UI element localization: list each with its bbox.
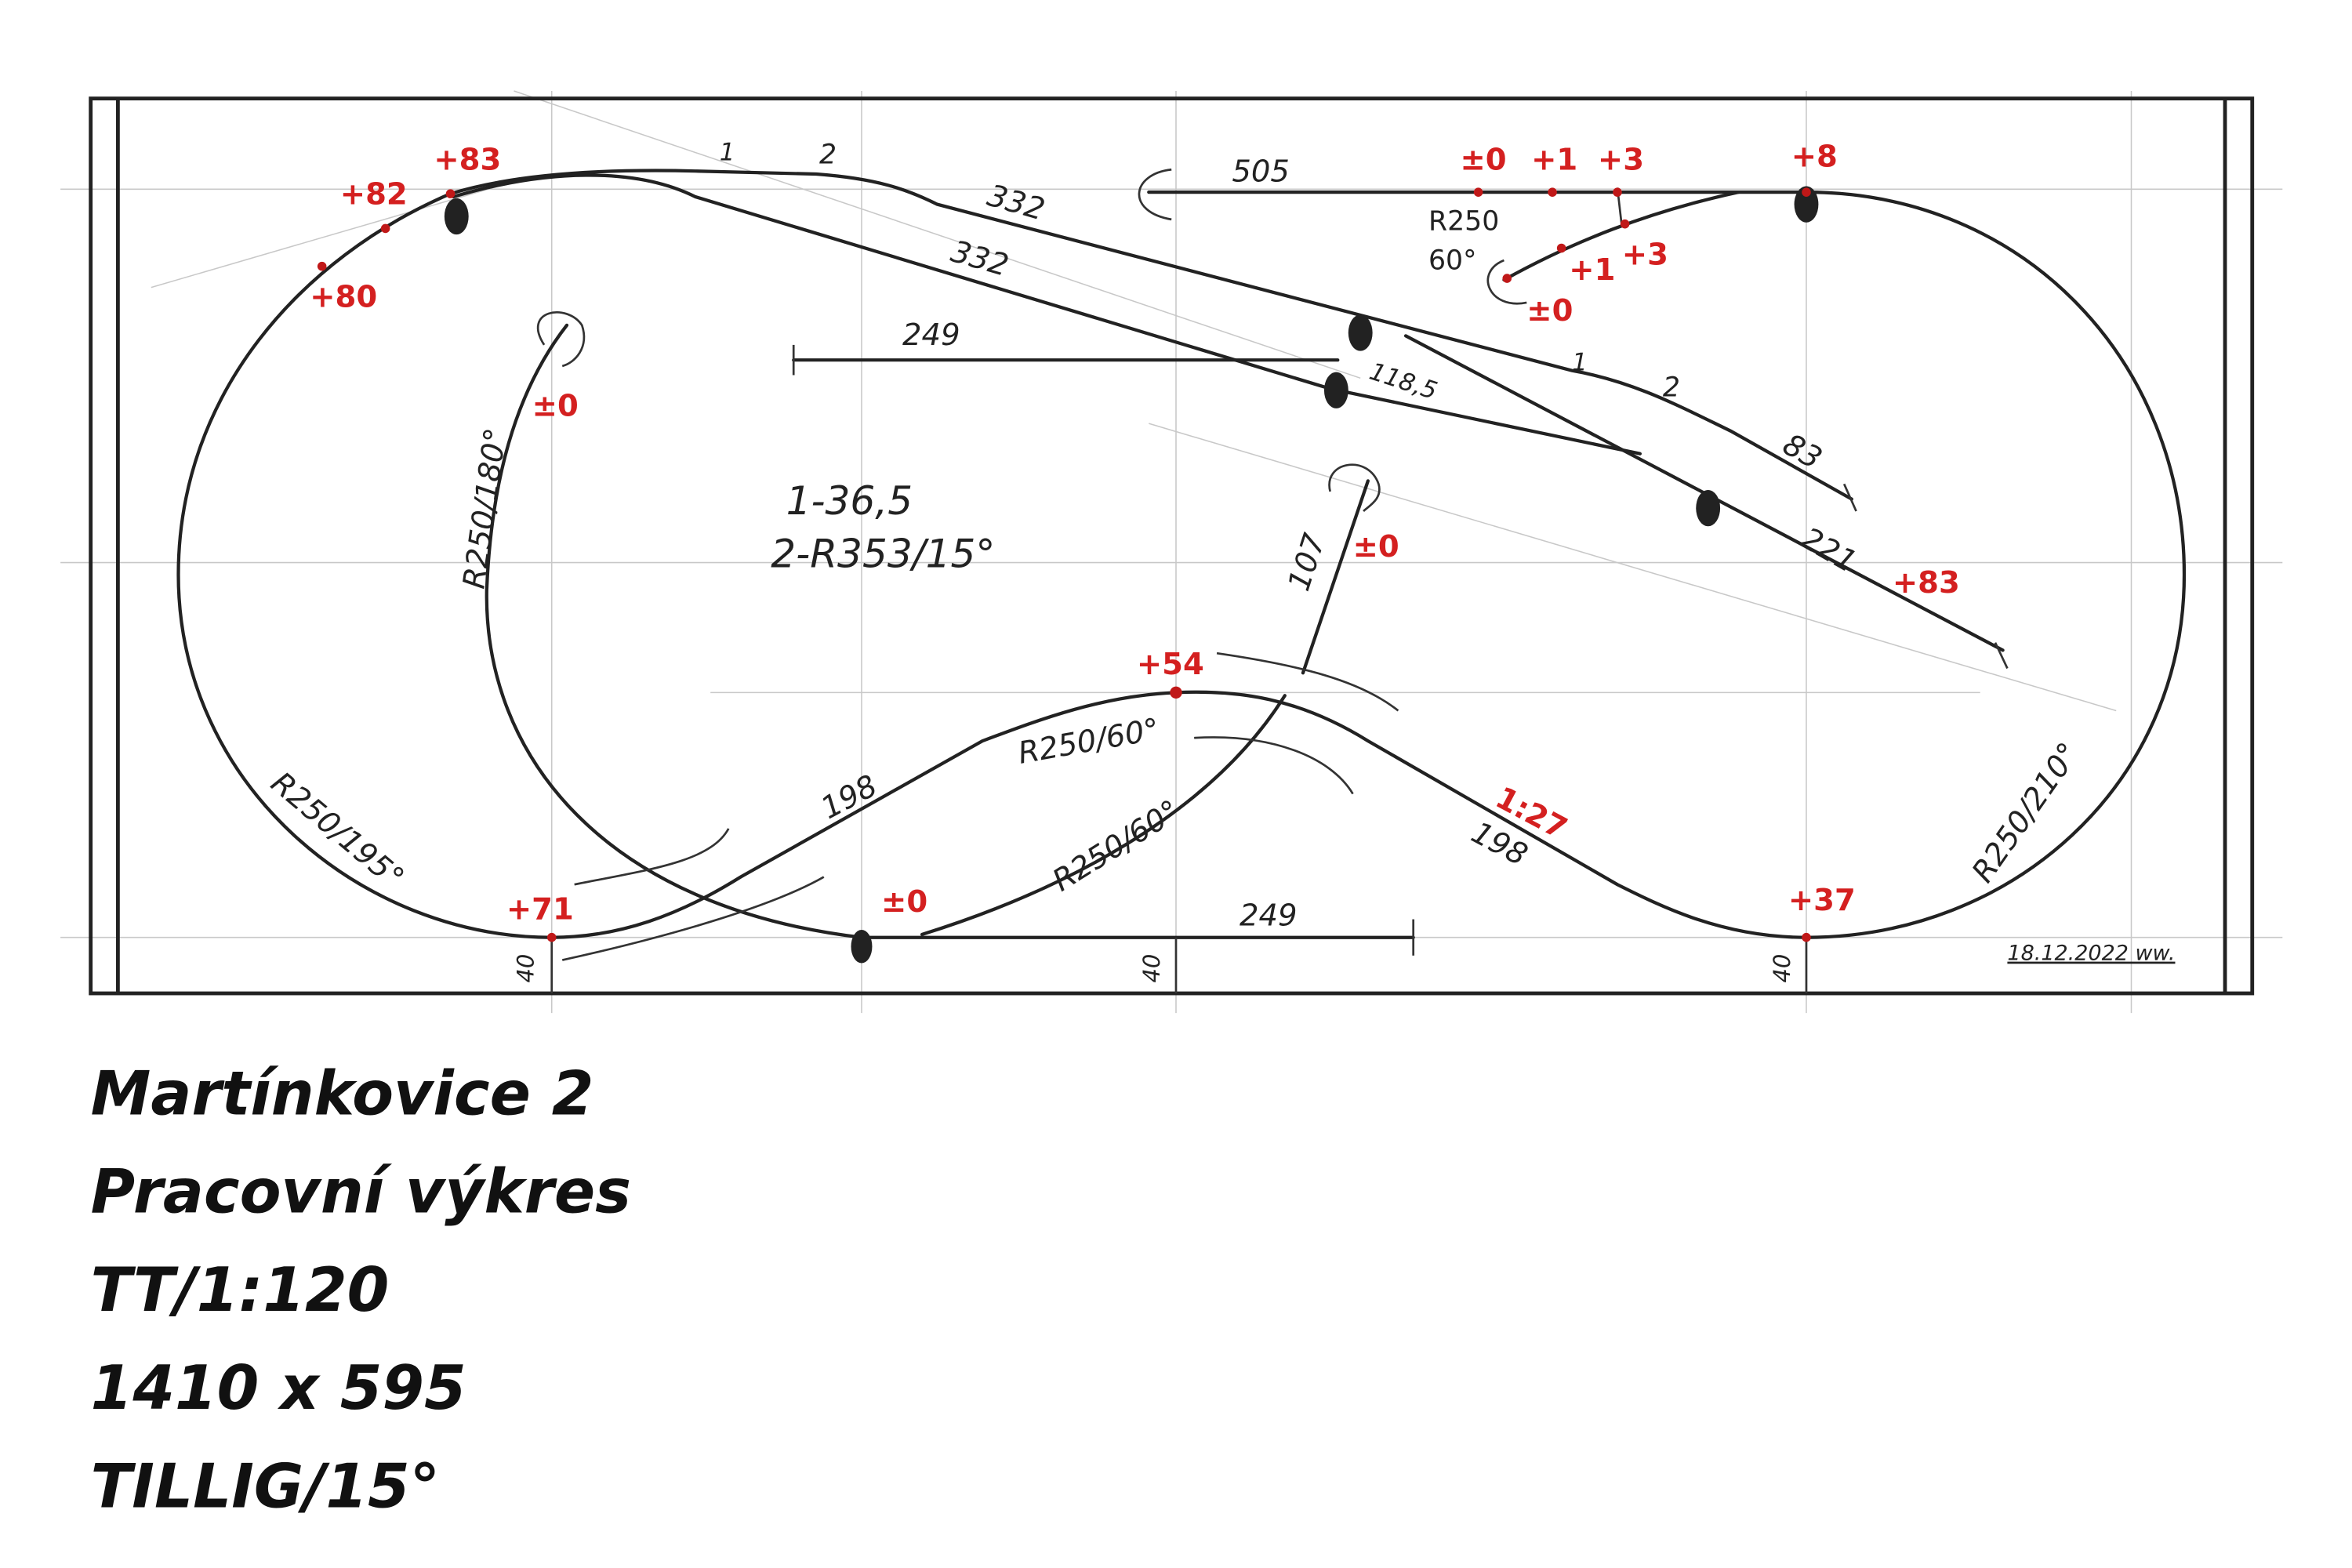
radius-r60-lower: R250/60° — [1047, 793, 1186, 898]
height-label: ±0 — [881, 884, 927, 920]
track-end-hook — [1486, 259, 1527, 305]
inner-loop-track — [485, 323, 1415, 939]
radius-r250-small: R250 — [1428, 205, 1499, 237]
height-label: +82 — [340, 177, 408, 212]
support-piers — [444, 186, 1819, 964]
height-label: ±0 — [1353, 529, 1399, 564]
radius-r195: R250/195° — [264, 765, 411, 896]
dim-107: 107 — [1281, 529, 1333, 595]
legend-line-2: 2-R353/15° — [771, 530, 995, 576]
title-block: Martínkovice 2 Pracovní výkres TT/1:120 … — [91, 1058, 631, 1522]
dim-40-c: 40 — [1769, 954, 1795, 983]
baseboard-frame — [89, 96, 2255, 996]
height-label: ±0 — [532, 389, 579, 424]
lower-diagonal-track — [452, 173, 1642, 456]
dim-1-mid: 1 — [1572, 349, 1588, 377]
height-label: +3 — [1622, 238, 1668, 273]
track-107 — [1301, 479, 1370, 675]
height-label: +3 — [1598, 142, 1644, 177]
dim-249-top: 249 — [902, 318, 960, 353]
track-end-hook — [537, 311, 586, 368]
title-line: Martínkovice 2 — [91, 1058, 594, 1129]
dim-2-top: 2 — [819, 140, 837, 171]
inner-r250-60-track — [920, 694, 1287, 936]
dim-40-b: 40 — [1138, 954, 1165, 983]
dim-83: 83 — [1777, 427, 1828, 477]
height-label: +80 — [310, 280, 377, 315]
height-label: +1 — [1531, 142, 1577, 177]
height-label: ±0 — [1460, 142, 1506, 177]
title-line: TILLIG/15° — [91, 1452, 441, 1523]
height-label: +83 — [1893, 565, 1960, 601]
title-line: TT/1:120 — [91, 1255, 390, 1326]
height-label: +8 — [1791, 139, 1838, 174]
radius-r180: R250/180° — [456, 426, 514, 590]
branch-r250-track — [1502, 191, 1740, 282]
dim-1-top: 1 — [720, 139, 735, 167]
height-markers — [317, 187, 1811, 942]
date-signature: 18.12.2022 ww. — [2007, 942, 2175, 966]
track-end-hook — [1138, 168, 1172, 221]
dim-40-a: 40 — [513, 954, 539, 983]
height-label: +83 — [434, 142, 501, 177]
height-label: +54 — [1137, 647, 1204, 682]
dim-505: 505 — [1232, 154, 1290, 190]
title-line: Pracovní výkres — [91, 1157, 631, 1228]
right-loop-track — [1804, 191, 2187, 939]
height-label: ±0 — [1526, 293, 1573, 328]
legend-line-1: 1-36,5 — [786, 477, 913, 524]
height-label: +1 — [1569, 252, 1615, 288]
upper-track — [448, 169, 1853, 501]
height-labels: +83 +82 +80 ±0 ±0 +1 +3 +8 +1 +3 ±0 ±0 +… — [310, 139, 1960, 927]
title-line: 1410 x 595 — [91, 1353, 466, 1424]
notes: 1-36,5 2-R353/15° 18.12.2022 ww. — [771, 477, 2175, 966]
radius-r250-small-angle: 60° — [1428, 245, 1476, 277]
height-label: +71 — [506, 892, 574, 927]
left-loop-track — [176, 191, 554, 939]
dim-2-mid: 2 — [1663, 372, 1680, 403]
track-end-hook — [1328, 463, 1381, 512]
height-label: +37 — [1788, 883, 1856, 918]
dim-249-bottom: 249 — [1240, 898, 1298, 933]
radius-r210: R250/210° — [1965, 736, 2087, 889]
